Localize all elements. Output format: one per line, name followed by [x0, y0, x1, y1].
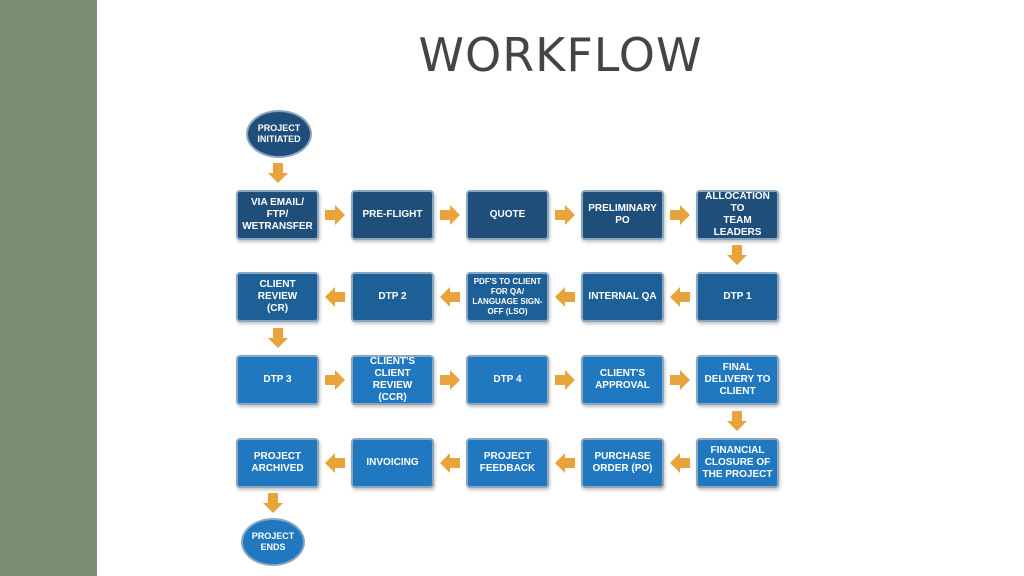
node-financial-closure: FINANCIAL CLOSURE OF THE PROJECT: [696, 438, 779, 488]
arrow-left-icon: [670, 287, 690, 307]
arrow-right-icon: [555, 370, 575, 390]
arrow-right-icon: [325, 370, 345, 390]
node-clients-client-review: CLIENT'S CLIENT REVIEW (CCR): [351, 355, 434, 405]
sidebar-panel: [0, 0, 97, 576]
arrow-down-icon: [727, 411, 747, 431]
node-quote: QUOTE: [466, 190, 549, 240]
arrow-right-icon: [440, 205, 460, 225]
node-dtp-3: DTP 3: [236, 355, 319, 405]
arrow-left-icon: [670, 453, 690, 473]
arrow-down-icon: [268, 328, 288, 348]
arrow-down-icon: [268, 163, 288, 183]
node-project-initiated: PROJECT INITIATED: [246, 110, 312, 158]
node-project-feedback: PROJECT FEEDBACK: [466, 438, 549, 488]
node-allocation-team-leaders: ALLOCATION TO TEAM LEADERS: [696, 190, 779, 240]
page-title: WORKFLOW: [418, 28, 703, 82]
arrow-right-icon: [670, 205, 690, 225]
arrow-right-icon: [555, 205, 575, 225]
node-project-archived: PROJECT ARCHIVED: [236, 438, 319, 488]
arrow-right-icon: [670, 370, 690, 390]
node-preliminary-po: PRELIMINARY PO: [581, 190, 664, 240]
node-internal-qa: INTERNAL QA: [581, 272, 664, 322]
arrow-left-icon: [440, 287, 460, 307]
node-final-delivery: FINAL DELIVERY TO CLIENT: [696, 355, 779, 405]
arrow-left-icon: [555, 453, 575, 473]
node-dtp-4: DTP 4: [466, 355, 549, 405]
arrow-left-icon: [440, 453, 460, 473]
node-purchase-order: PURCHASE ORDER (PO): [581, 438, 664, 488]
arrow-right-icon: [440, 370, 460, 390]
arrow-left-icon: [555, 287, 575, 307]
node-pdfs-to-client: PDF'S TO CLIENT FOR QA/ LANGUAGE SIGN- O…: [466, 272, 549, 322]
node-clients-approval: CLIENT'S APPROVAL: [581, 355, 664, 405]
arrow-down-icon: [263, 493, 283, 513]
arrow-right-icon: [325, 205, 345, 225]
node-dtp-2: DTP 2: [351, 272, 434, 322]
node-dtp-1: DTP 1: [696, 272, 779, 322]
arrow-left-icon: [325, 287, 345, 307]
arrow-down-icon: [727, 245, 747, 265]
node-invoicing: INVOICING: [351, 438, 434, 488]
node-via-email-ftp: VIA EMAIL/ FTP/ WETRANSFER: [236, 190, 319, 240]
node-client-review: CLIENT REVIEW (CR): [236, 272, 319, 322]
node-pre-flight: PRE-FLIGHT: [351, 190, 434, 240]
node-project-ends: PROJECT ENDS: [241, 518, 305, 566]
arrow-left-icon: [325, 453, 345, 473]
